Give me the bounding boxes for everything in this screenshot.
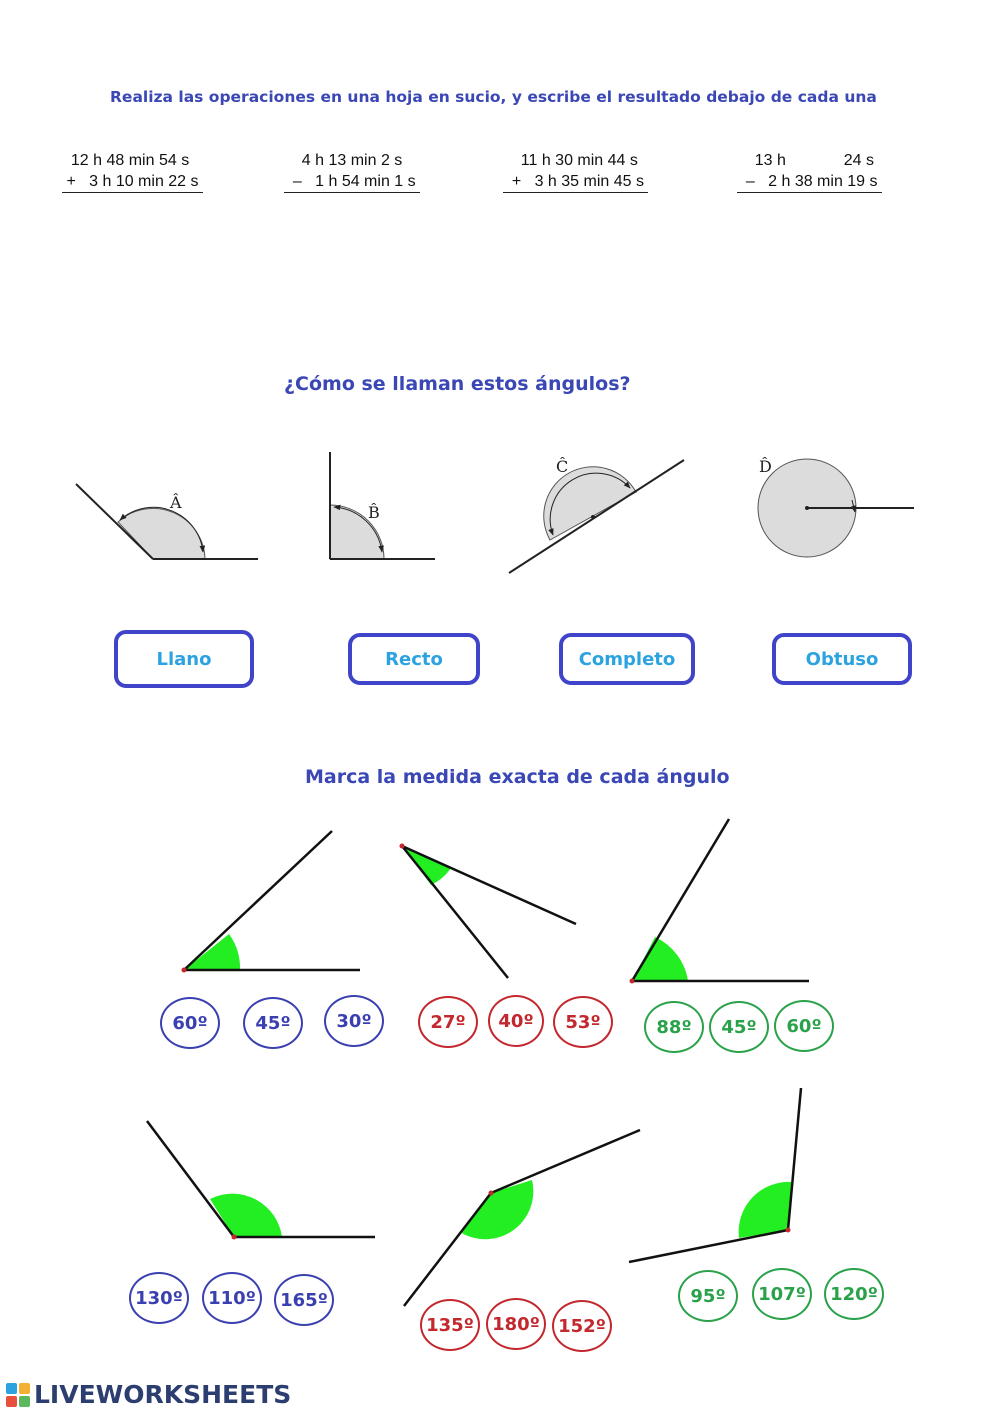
- option-3-2[interactable]: 45º: [709, 1001, 769, 1053]
- time-operation-3: 11 h 30 min 44 s + 3 h 35 min 45 s: [503, 150, 649, 193]
- option-6-1[interactable]: 95º: [678, 1270, 738, 1322]
- operation-line-2: + 3 h 10 min 22 s: [62, 171, 203, 193]
- operation-line-2: – 1 h 54 min 1 s: [284, 171, 421, 193]
- measure-angle-3: [629, 818, 809, 984]
- option-2-1[interactable]: 27º: [418, 996, 478, 1048]
- option-5-2[interactable]: 180º: [486, 1298, 546, 1350]
- angle-b-figure: B̂: [329, 452, 435, 560]
- time-operation-1: 12 h 48 min 54 s + 3 h 10 min 22 s: [62, 150, 203, 193]
- angle-b-label: B̂: [368, 503, 380, 522]
- answer-box-d[interactable]: Obtuso: [772, 633, 912, 685]
- option-4-2[interactable]: 110º: [202, 1272, 262, 1324]
- option-4-3[interactable]: 165º: [274, 1274, 334, 1326]
- operation-line-1: 4 h 13 min 2 s: [284, 152, 403, 169]
- answer-text: Recto: [385, 648, 443, 670]
- answer-text: Llano: [156, 648, 212, 670]
- angle-d-label: D̂: [759, 457, 772, 476]
- operation-line-2: – 2 h 38 min 19 s: [737, 171, 882, 193]
- angle-a-figure: Â: [75, 483, 258, 560]
- operation-line-1: 13 h 24 s: [737, 152, 874, 169]
- measure-angle-6: [628, 1087, 803, 1264]
- answer-text: Obtuso: [805, 648, 879, 670]
- operation-line-1: 12 h 48 min 54 s: [62, 152, 190, 169]
- option-1-1[interactable]: 60º: [160, 997, 220, 1049]
- answer-text: Completo: [578, 648, 676, 670]
- angle-c-label: Ĉ: [556, 456, 568, 476]
- footer-brand-text: LIVEWORKSHEETS: [34, 1380, 292, 1409]
- operations-instruction: Realiza las operaciones en una hoja en s…: [110, 88, 877, 106]
- answer-box-b[interactable]: Recto: [348, 633, 480, 685]
- measures-instruction: Marca la medida exacta de cada ángulo: [305, 766, 730, 788]
- answer-box-c[interactable]: Completo: [559, 633, 695, 685]
- measure-angle-4: [146, 1120, 375, 1240]
- footer-brand: LIVEWORKSHEETS: [6, 1380, 291, 1409]
- angle-c-figure: Ĉ: [508, 456, 685, 574]
- option-2-2[interactable]: 40º: [488, 995, 544, 1047]
- angle-d-figure: D̂: [757, 457, 914, 558]
- measure-angle-5: [403, 1128, 641, 1307]
- option-1-3[interactable]: 30º: [324, 995, 384, 1047]
- time-operation-2: 4 h 13 min 2 s – 1 h 54 min 1 s: [284, 150, 421, 193]
- angle-figures: Â B̂ Ĉ D̂: [75, 452, 914, 574]
- measure-angle-2: [399, 843, 577, 979]
- option-3-3[interactable]: 60º: [774, 1000, 834, 1052]
- option-6-3[interactable]: 120º: [824, 1268, 884, 1320]
- operation-line-2: + 3 h 35 min 45 s: [503, 171, 649, 193]
- option-1-2[interactable]: 45º: [243, 997, 303, 1049]
- answer-box-a[interactable]: Llano: [114, 630, 254, 688]
- option-6-2[interactable]: 107º: [752, 1268, 812, 1320]
- option-2-3[interactable]: 53º: [553, 996, 613, 1048]
- measure-angle-1: [181, 830, 360, 973]
- option-5-3[interactable]: 152º: [552, 1300, 612, 1352]
- time-operation-4: 13 h 24 s – 2 h 38 min 19 s: [737, 150, 882, 193]
- option-5-1[interactable]: 135º: [420, 1299, 480, 1351]
- angle-names-instruction: ¿Cómo se llaman estos ángulos?: [284, 373, 631, 395]
- operation-line-1: 11 h 30 min 44 s: [503, 152, 638, 169]
- liveworksheets-logo-icon: [6, 1382, 30, 1407]
- angle-a-label: Â: [169, 492, 182, 512]
- option-4-1[interactable]: 130º: [129, 1272, 189, 1324]
- option-3-1[interactable]: 88º: [644, 1001, 704, 1053]
